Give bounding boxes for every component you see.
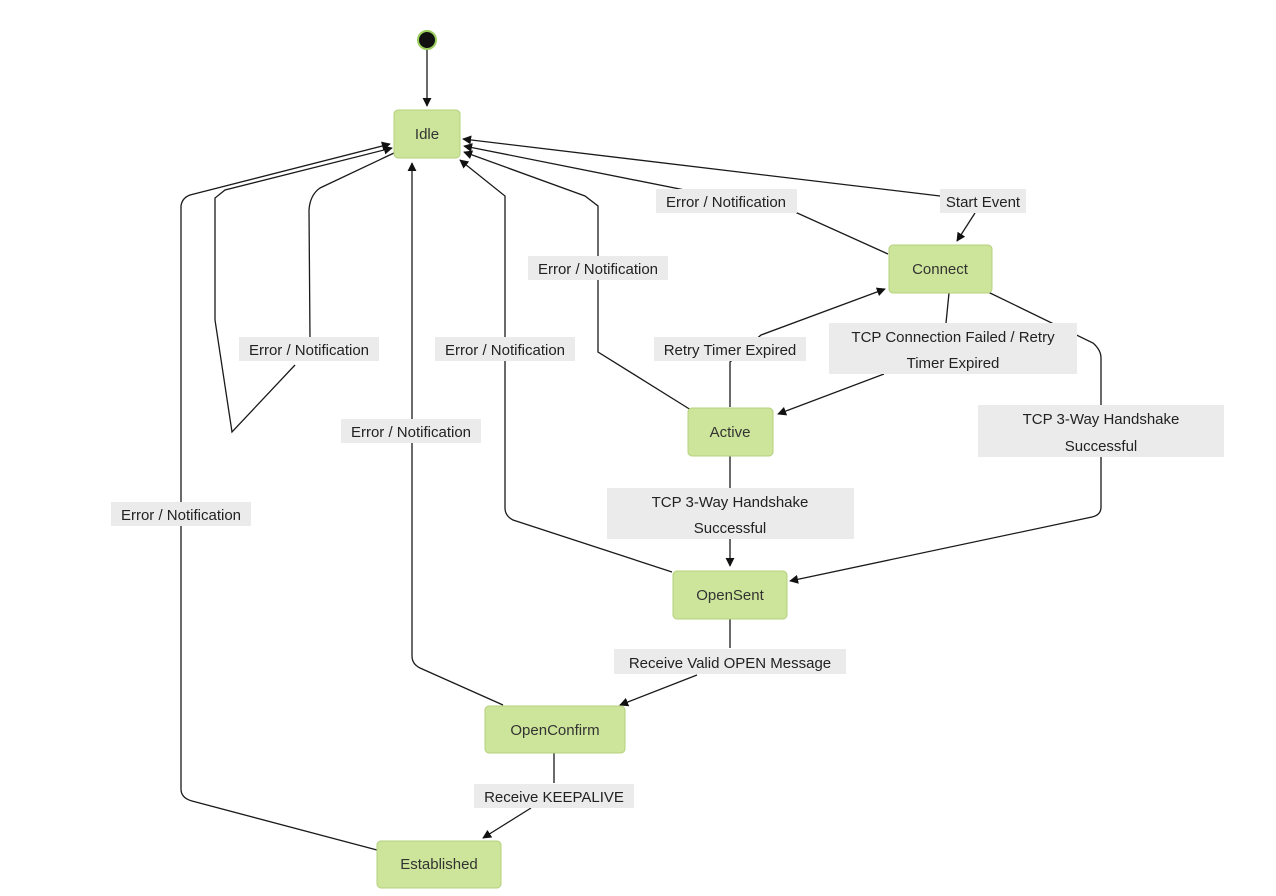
state-openconfirm: OpenConfirm xyxy=(484,705,626,754)
state-connect: Connect xyxy=(888,244,993,294)
established-error-edge xyxy=(180,141,391,851)
svg-text:TCP 3-Way Handshake: TCP 3-Way Handshake xyxy=(1023,411,1180,428)
svg-text:Error / Notification: Error / Notification xyxy=(121,507,241,524)
svg-text:Successful: Successful xyxy=(1065,438,1138,455)
state-openconfirm-label: OpenConfirm xyxy=(510,722,599,739)
loop-error-edge-outer xyxy=(214,145,393,434)
svg-text:Error / Notification: Error / Notification xyxy=(249,342,369,359)
tcp-failed-edge-arrow xyxy=(777,373,885,416)
label-active-error: Error / Notification xyxy=(528,256,668,280)
label-active-handshake: TCP 3-Way Handshake Successful xyxy=(607,488,854,539)
opensent-error-edge xyxy=(459,159,673,573)
svg-text:Receive KEEPALIVE: Receive KEEPALIVE xyxy=(484,789,624,806)
receive-open-edge-arrow xyxy=(619,674,698,707)
tcp-failed-edge-top xyxy=(945,292,950,324)
svg-text:TCP Connection Failed / Retry: TCP Connection Failed / Retry xyxy=(851,329,1055,346)
state-opensent: OpenSent xyxy=(672,570,788,620)
label-retry-timer: Retry Timer Expired xyxy=(654,337,806,361)
initial-state-dot xyxy=(417,30,437,50)
state-established: Established xyxy=(376,840,502,889)
label-opensent-error: Error / Notification xyxy=(435,337,575,361)
svg-text:Timer Expired: Timer Expired xyxy=(907,355,1000,372)
svg-text:Start Event: Start Event xyxy=(946,194,1021,211)
state-connect-label: Connect xyxy=(912,261,969,278)
active-error-edge xyxy=(463,150,692,411)
svg-text:Receive Valid OPEN Message: Receive Valid OPEN Message xyxy=(629,655,831,672)
receive-keepalive-edge-arrow xyxy=(482,807,532,839)
label-openconfirm-error: Error / Notification xyxy=(341,419,481,443)
svg-text:Error / Notification: Error / Notification xyxy=(445,342,565,359)
svg-text:Retry Timer Expired: Retry Timer Expired xyxy=(664,342,797,359)
loop-error-edge-inner xyxy=(308,152,395,341)
svg-text:Successful: Successful xyxy=(694,520,767,537)
state-active-label: Active xyxy=(710,424,751,441)
state-active: Active xyxy=(687,407,774,457)
openconfirm-error-edge xyxy=(407,162,504,706)
state-established-label: Established xyxy=(400,856,478,873)
label-start-event: Start Event xyxy=(940,189,1026,213)
svg-text:Error / Notification: Error / Notification xyxy=(538,261,658,278)
connect-handshake-edge-bottom xyxy=(789,457,1102,584)
start-event-arrow-to-connect xyxy=(956,212,976,242)
svg-text:Error / Notification: Error / Notification xyxy=(666,194,786,211)
svg-text:TCP 3-Way Handshake: TCP 3-Way Handshake xyxy=(652,494,809,511)
connect-handshake-edge-top xyxy=(987,291,1102,405)
state-opensent-label: OpenSent xyxy=(696,587,764,604)
start-event-line-to-idle xyxy=(462,135,941,197)
label-tcp-failed: TCP Connection Failed / Retry Timer Expi… xyxy=(829,323,1077,374)
state-idle: Idle xyxy=(393,109,461,159)
svg-text:Error / Notification: Error / Notification xyxy=(351,424,471,441)
label-connect-error: Error / Notification xyxy=(656,189,797,213)
state-idle-label: Idle xyxy=(415,126,439,143)
label-loop-error: Error / Notification xyxy=(239,337,379,361)
label-receive-keepalive: Receive KEEPALIVE xyxy=(474,784,634,808)
label-receive-open: Receive Valid OPEN Message xyxy=(614,649,846,674)
label-connect-handshake: TCP 3-Way Handshake Successful xyxy=(978,405,1224,457)
label-established-error: Error / Notification xyxy=(111,502,251,526)
